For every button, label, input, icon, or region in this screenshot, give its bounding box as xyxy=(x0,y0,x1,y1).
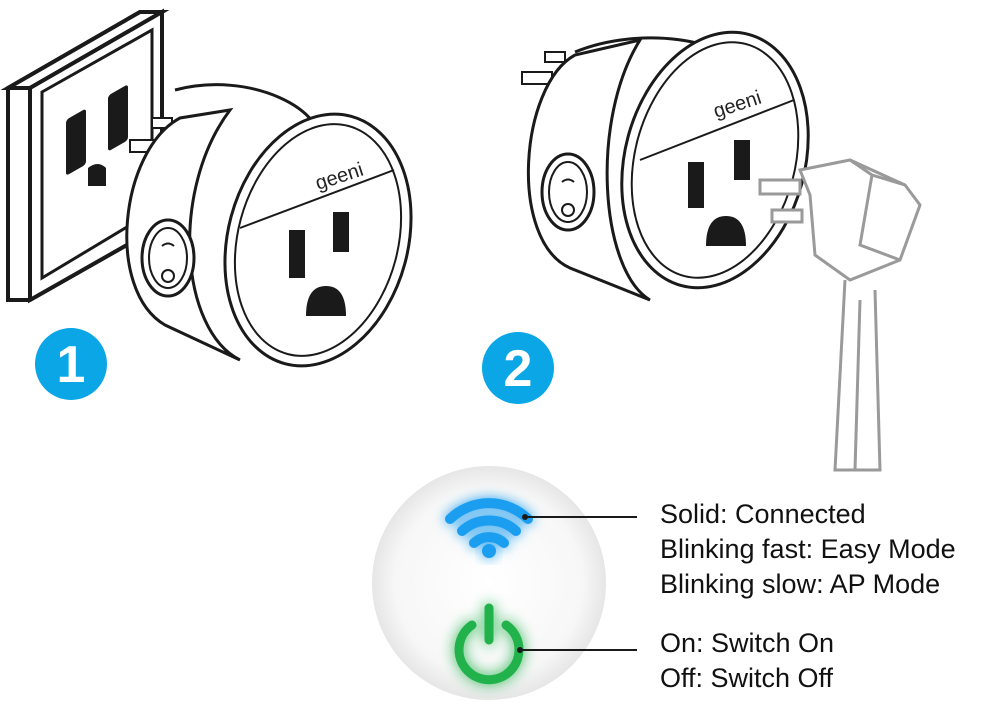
wifi-legend-line-slow: Blinking slow: AP Mode xyxy=(660,569,941,599)
power-legend-line-off: Off: Switch Off xyxy=(660,663,834,693)
wifi-legend: Solid: Connected Blinking fast: Easy Mod… xyxy=(660,497,956,602)
wifi-legend-line-fast: Blinking fast: Easy Mode xyxy=(660,534,956,564)
wifi-icon xyxy=(445,498,533,548)
smart-plug-icon xyxy=(521,30,810,302)
power-icon xyxy=(454,603,524,685)
wifi-legend-line-solid: Solid: Connected xyxy=(660,499,866,529)
step-2-badge: 2 xyxy=(482,332,554,404)
power-cord-plug-icon xyxy=(758,158,922,472)
power-legend-line-on: On: Switch On xyxy=(660,628,835,658)
power-legend: On: Switch On Off: Switch Off xyxy=(660,626,834,696)
step-1-number: 1 xyxy=(57,336,86,394)
smart-plug-icon xyxy=(125,83,413,368)
step-1-badge: 1 xyxy=(35,328,107,400)
led-indicator-disc xyxy=(372,466,637,700)
step-2-number: 2 xyxy=(504,340,533,398)
